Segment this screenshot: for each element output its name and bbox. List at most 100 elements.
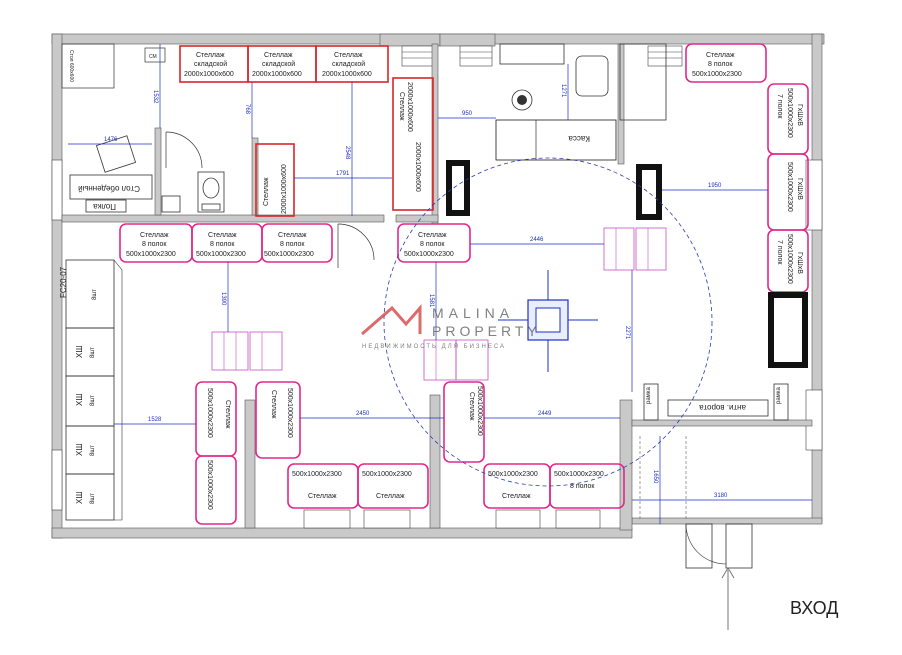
rack-size: 2000x1000x600 [322, 71, 372, 78]
top-left-block-label: Стол 600х600 [68, 50, 74, 82]
seven-title: 7 полок [776, 240, 783, 265]
dim-1476: 1476 [104, 137, 118, 143]
dimension-labels: 1532 768 1476 2548 1791 950 1271 1950 24… [104, 84, 728, 499]
dim-1791: 1791 [336, 171, 350, 177]
interior-walls [61, 43, 813, 531]
fridge-label: ХШ [75, 345, 84, 358]
shelf-title: Стеллаж [224, 400, 231, 429]
shelf-size: 500x1000x2300 [264, 251, 314, 258]
shelf-title: Стеллаж [418, 232, 447, 239]
rack-size: 2000x1000x600 [252, 71, 302, 78]
toilet-icon [197, 171, 225, 213]
warehouse-rack-labels: Стеллаж складской 2000x1000x600 Стеллаж … [184, 52, 421, 214]
rack-size: 2000x1000x600 [281, 164, 288, 214]
shelf-title: Стеллаж [376, 493, 405, 500]
shelf-small-label: Полка [93, 202, 116, 211]
shelf-size: 500x1000x2300 [404, 251, 454, 258]
shelf-racks [119, 43, 809, 525]
fc-label: FC20-07 [59, 266, 68, 298]
dim-2271: 2271 [624, 326, 630, 340]
pallets [211, 227, 667, 381]
seven-size: 500x1000x2300 [786, 162, 793, 212]
fc-sub: 8шт [92, 289, 98, 300]
shelf-title: Стеллаж [208, 232, 237, 239]
seven-dim: ГхШхВ [796, 178, 803, 200]
shelf-sub: 8 полок [280, 241, 305, 248]
windows [51, 45, 823, 529]
shelf-size: 500x1000x2300 [692, 71, 742, 78]
fridge-label: ХШ [75, 491, 84, 504]
rack-sub: складской [262, 60, 295, 68]
shelf-size: 500x1000x2300 [362, 471, 412, 478]
shelf-title: Стеллаж [308, 493, 337, 500]
dim-3180: 3180 [714, 493, 728, 499]
dining-table-label: Стол обеденный [78, 184, 140, 193]
rack-sub: складской [194, 60, 227, 68]
fridge-sub: 8шт [90, 347, 96, 358]
seven-size: 500x1000x2300 [786, 234, 793, 284]
rack-title: Стеллаж [196, 52, 225, 59]
anti-theft-label: анти. ворота [699, 403, 746, 412]
shelf-size: 500x1000x2300 [554, 471, 604, 478]
frame-left-label: рамка [646, 386, 652, 404]
dining-area [69, 135, 153, 213]
dim-1271: 1271 [560, 84, 566, 98]
shelf-size: 500x1000x2300 [126, 251, 176, 258]
rack-size: 2000x1000x600 [184, 71, 234, 78]
equipment-labels: FC20-07 8шт ХШ 8шт ХШ 8шт ХШ 8шт ХШ 8шт [59, 266, 98, 504]
shelf-title: Стеллаж [706, 52, 735, 59]
dim-950: 950 [462, 111, 473, 117]
rack-size: 2000x1000x600 [406, 82, 413, 132]
rack-title: Стеллаж [334, 52, 363, 59]
cashier-label: Касса [568, 134, 590, 143]
shelf-size: 500x1000x2300 [292, 471, 342, 478]
seven-dim: ГхШхВ [796, 104, 803, 126]
dim-2449: 2449 [538, 411, 552, 417]
fridge-column [65, 259, 123, 521]
shelf-sub: 8 полок [708, 61, 733, 68]
sink-icon [161, 195, 181, 213]
entrance-area [639, 383, 789, 630]
dim-2548: 2548 [344, 146, 350, 160]
seven-dim: ГхШхВ [796, 252, 803, 274]
shelf-title: Стеллаж [140, 232, 169, 239]
shelf-title: Стеллаж [502, 493, 531, 500]
top-left-room [61, 43, 375, 268]
camera-icon [498, 270, 598, 372]
rack-sub: складской [332, 60, 365, 68]
shelf-size: 500x1000x2300 [476, 386, 483, 436]
shelf-title: Стеллаж [468, 392, 475, 421]
rack-title: Стеллаж [398, 92, 405, 121]
frame-right-label: рамка [776, 386, 782, 404]
fridge-sub: 8шт [90, 493, 96, 504]
sm-label: СМ [149, 54, 157, 60]
fridge-sub: 8шт [90, 395, 96, 406]
room-labels: Касса Стол обеденный Полка анти. ворота … [68, 50, 782, 412]
shelf-size: 500x1000x2300 [196, 251, 246, 258]
fridge-label: ХШ [75, 393, 84, 406]
camera-coverage [383, 157, 713, 487]
watermark-line2: PROPERTY [432, 323, 541, 339]
rack-size: 2000x1000x600 [414, 142, 421, 192]
shelf-size: 500x1000x2300 [206, 460, 213, 510]
shelf-sub: 8 полок [570, 483, 595, 490]
shelf-title: Стеллаж [278, 232, 307, 239]
dim-768: 768 [244, 104, 250, 115]
dim-1581: 1581 [428, 294, 434, 308]
security-gates [446, 160, 808, 368]
dim-1528: 1528 [148, 417, 162, 423]
shelf-sub: 8 полок [142, 241, 167, 248]
watermark: MALINA PROPERTY НЕДВИЖИМОСТЬ ДЛЯ БИЗНЕСА [361, 304, 541, 350]
dim-1950: 1950 [708, 183, 722, 189]
dim-2450: 2450 [356, 411, 370, 417]
cash-desk [495, 43, 667, 161]
shelf-title: Стеллаж [270, 390, 277, 419]
shelf-rack-labels: Стеллаж 8 полок 500x1000x2300 Стеллаж 8 … [126, 52, 803, 510]
shelf-size: 500x1000x2300 [286, 388, 293, 438]
dim-1390: 1390 [220, 292, 226, 306]
dim-1532: 1532 [152, 90, 158, 104]
shelf-size: 500x1000x2300 [206, 388, 213, 438]
rack-title: Стеллаж [264, 52, 293, 59]
shelf-size: 500x1000x2300 [488, 471, 538, 478]
entrance-label: ВХОД [790, 598, 838, 618]
